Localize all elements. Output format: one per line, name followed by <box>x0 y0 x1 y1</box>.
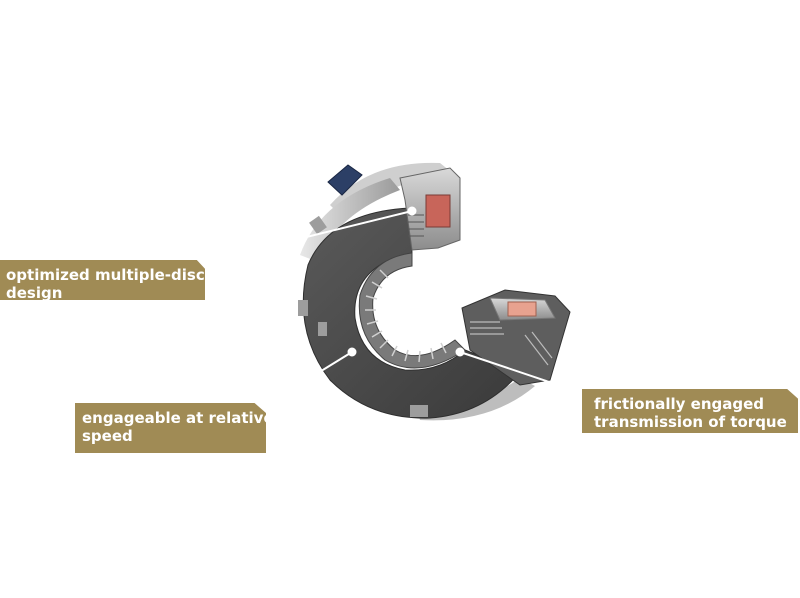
inner-disc-pack <box>358 252 466 369</box>
callout-line: speed <box>82 427 133 445</box>
callout-line: frictionally engaged <box>594 395 765 413</box>
callout-line: optimized multiple-disc <box>6 266 205 284</box>
callout-multiple-disc-design: optimized multiple-disc design <box>0 260 205 300</box>
callout-line: transmission of torque <box>594 413 787 431</box>
friction-pad-right <box>507 301 537 317</box>
top-section-cutaway <box>399 167 461 251</box>
callout-relative-speed: engageable at relative speed <box>75 403 266 453</box>
housing-face <box>302 207 521 419</box>
actuator-block <box>327 164 363 196</box>
callout-line: engageable at relative <box>82 409 274 427</box>
callout-torque-transmission: frictionally engaged transmission of tor… <box>582 389 798 433</box>
leader-lines <box>204 206 583 406</box>
callout-line: design <box>6 284 63 302</box>
mounting-lugs <box>298 215 428 417</box>
friction-pad-top <box>425 194 451 228</box>
